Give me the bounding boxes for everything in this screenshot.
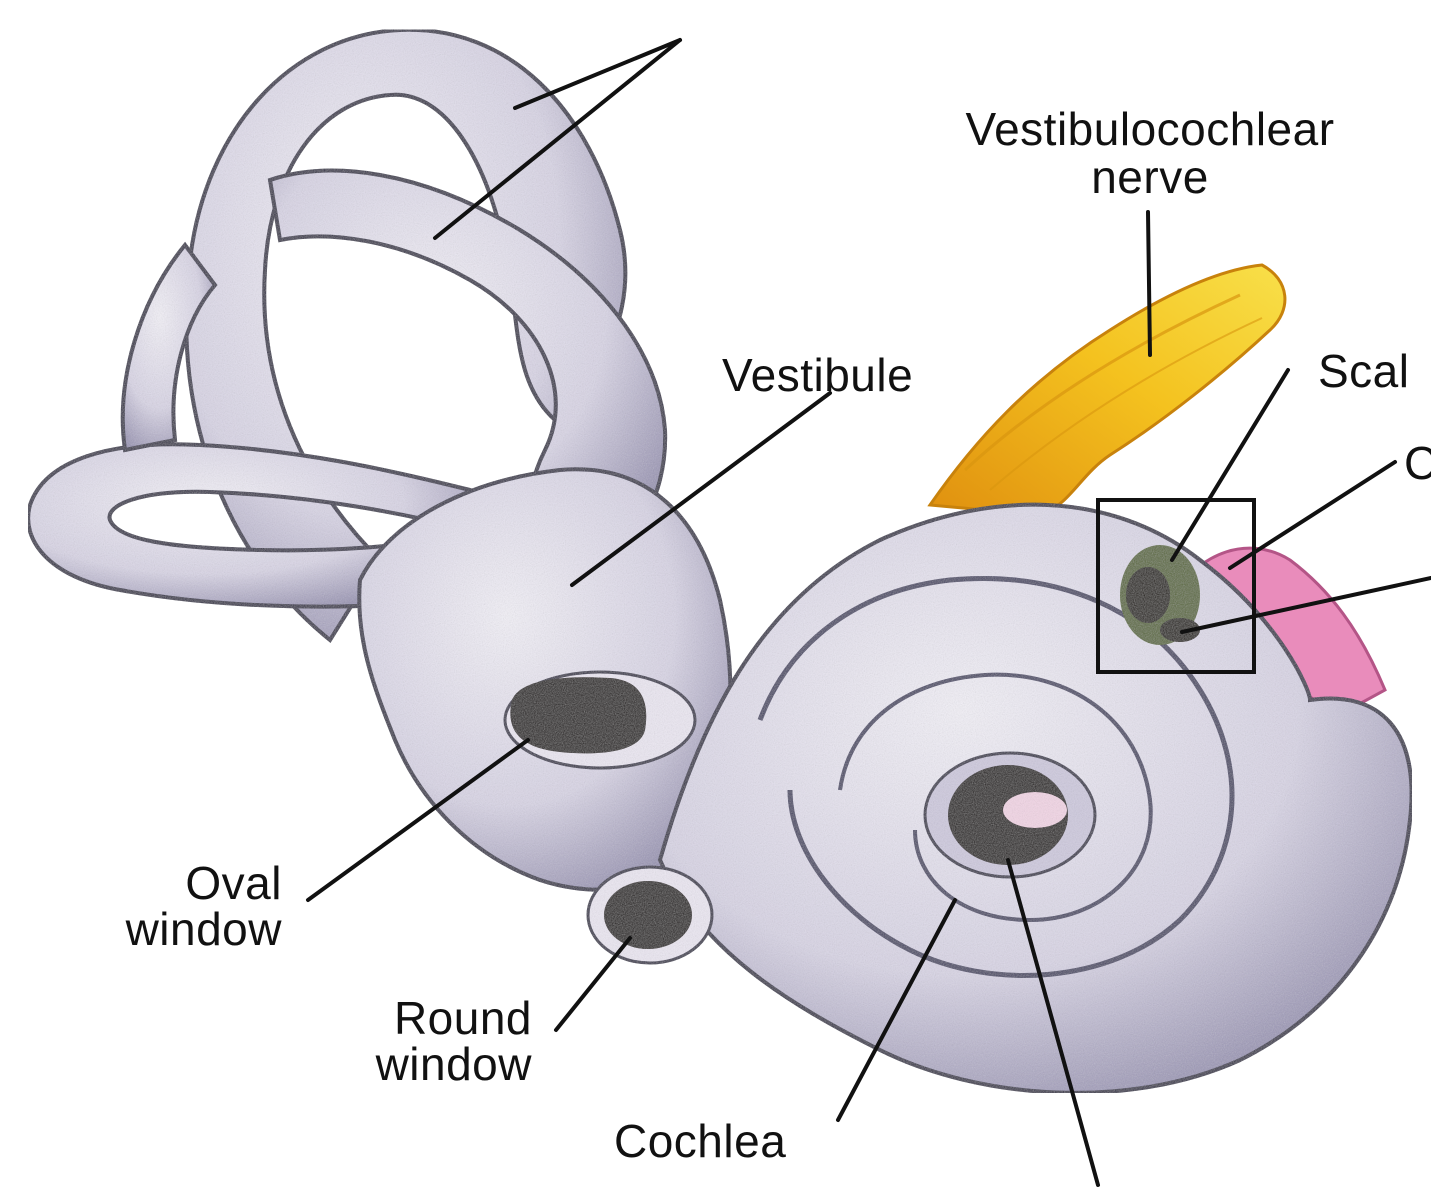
- round-window-shape: [588, 867, 712, 963]
- oval-window-shape: [505, 672, 695, 768]
- leader-nerve: [1148, 212, 1150, 355]
- label-vestibulocochlear-line2: nerve: [920, 154, 1380, 200]
- label-scala-partial: Scal: [1318, 348, 1409, 394]
- label-vestibule: Vestibule: [722, 352, 913, 398]
- leader-round-window: [556, 938, 630, 1030]
- label-round-window-line2: window: [330, 1041, 532, 1087]
- label-c-partial: C: [1404, 440, 1431, 486]
- label-oval-window-line1: Oval: [60, 860, 282, 906]
- label-vestibulocochlear-line1: Vestibulocochlear: [920, 106, 1380, 152]
- label-oval-window: Oval window: [60, 860, 282, 952]
- label-round-window-line1: Round: [330, 995, 532, 1041]
- nerve-shape: [930, 265, 1285, 515]
- leader-canals-1: [515, 40, 680, 108]
- label-vestibulocochlear-nerve: Vestibulocochlear nerve: [920, 106, 1380, 200]
- label-cochlea: Cochlea: [614, 1118, 786, 1164]
- label-oval-window-line2: window: [60, 906, 282, 952]
- label-round-window: Round window: [330, 995, 532, 1087]
